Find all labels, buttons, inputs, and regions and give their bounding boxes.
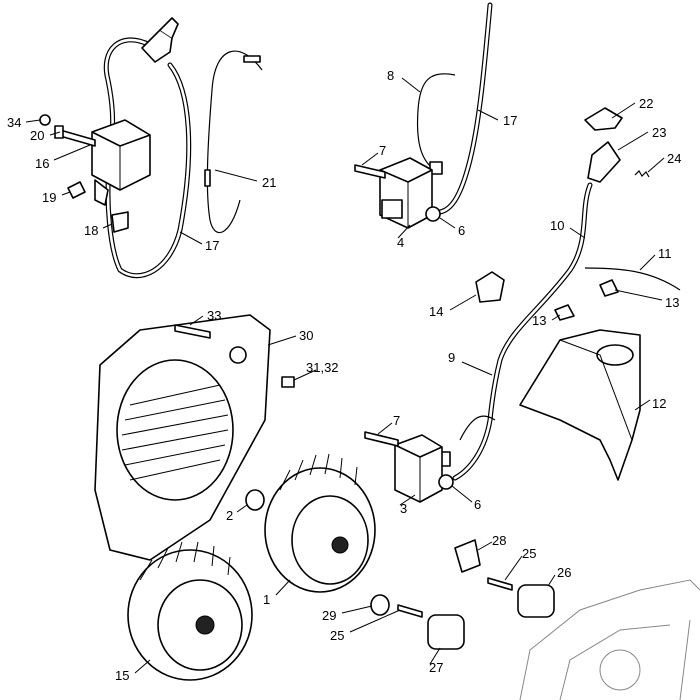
part-label: 19 — [42, 190, 56, 205]
filter-27 — [427, 614, 465, 650]
wire-terminal — [204, 169, 211, 187]
part-label: 33 — [207, 308, 221, 323]
part-label: 7 — [379, 143, 386, 158]
bushing-31-32 — [281, 376, 295, 388]
part-label: 11 — [658, 246, 672, 261]
part-label: 34 — [7, 115, 21, 130]
wire-terminal — [243, 55, 261, 63]
ignition-module-3 — [394, 434, 443, 503]
clip-13 — [599, 279, 619, 297]
part-label: 10 — [550, 218, 564, 233]
part-label: 28 — [492, 533, 506, 548]
part-label: 16 — [35, 156, 49, 171]
screw-25 — [487, 577, 513, 591]
part-label: 15 — [115, 668, 129, 683]
part-label: 27 — [429, 660, 443, 675]
screw-25b — [397, 604, 423, 618]
part-label: 1 — [263, 592, 270, 607]
ignition-module-16 — [91, 119, 151, 206]
wire-9 — [459, 415, 496, 441]
wire-8 — [416, 73, 456, 171]
part-label: 29 — [322, 608, 336, 623]
ignition-lead-10 — [452, 182, 593, 481]
insulator-14 — [475, 271, 505, 303]
screw-33 — [174, 324, 211, 339]
part-label: 26 — [557, 565, 571, 580]
part-label: 31,32 — [306, 360, 339, 375]
part-label: 7 — [393, 413, 400, 428]
part-label: 17 — [205, 238, 219, 253]
ignition-lead-17-left — [103, 37, 192, 279]
grommet-18 — [111, 211, 129, 233]
cap-22 — [584, 107, 623, 131]
part-label: 4 — [397, 235, 404, 250]
filter-26 — [517, 584, 555, 618]
bushing-28 — [454, 539, 481, 573]
part-label: 20 — [30, 128, 44, 143]
part-label: 6 — [458, 223, 465, 238]
part-label: 8 — [387, 68, 394, 83]
screw-7b — [364, 431, 399, 447]
flywheel-1 — [264, 453, 376, 593]
flywheel-15 — [127, 541, 253, 681]
screw-20 — [59, 129, 96, 147]
spark-plug-boot — [141, 17, 179, 63]
part-label: 23 — [652, 125, 666, 140]
part-label: 24 — [667, 151, 681, 166]
spring-24 — [634, 170, 650, 178]
short-circuit-wire-21 — [206, 50, 263, 233]
screw-7 — [354, 164, 386, 179]
part-label: 18 — [84, 223, 98, 238]
crankcase-outline — [519, 579, 700, 700]
shroud-12 — [519, 329, 641, 481]
grommet-6 — [425, 206, 441, 222]
grommet-6b — [438, 474, 454, 490]
ignition-module-4 — [379, 157, 433, 229]
part-label: 6 — [474, 497, 481, 512]
part-label: 21 — [262, 175, 276, 190]
bushing-29 — [370, 594, 390, 616]
part-label: 13 — [532, 313, 546, 328]
leader-lines — [25, 77, 665, 674]
part-label: 12 — [652, 396, 666, 411]
part-label: 13 — [665, 295, 679, 310]
part-label: 25 — [330, 628, 344, 643]
part-label: 22 — [639, 96, 653, 111]
wire-11 — [584, 267, 681, 291]
part-label: 14 — [429, 304, 443, 319]
nut-2 — [245, 489, 265, 511]
part-label: 2 — [226, 508, 233, 523]
fan-housing-30 — [94, 314, 271, 561]
clip-19 — [67, 181, 86, 199]
clip-13b — [554, 304, 575, 321]
part-label: 17 — [503, 113, 517, 128]
washer-34 — [39, 114, 51, 126]
part-label: 30 — [299, 328, 313, 343]
boot-23 — [587, 141, 621, 183]
part-label: 9 — [448, 350, 455, 365]
part-label: 25 — [522, 546, 536, 561]
part-label: 3 — [400, 501, 407, 516]
part-labels: 34 20 16 19 18 17 21 8 17 7 4 6 22 23 24… — [7, 68, 681, 683]
